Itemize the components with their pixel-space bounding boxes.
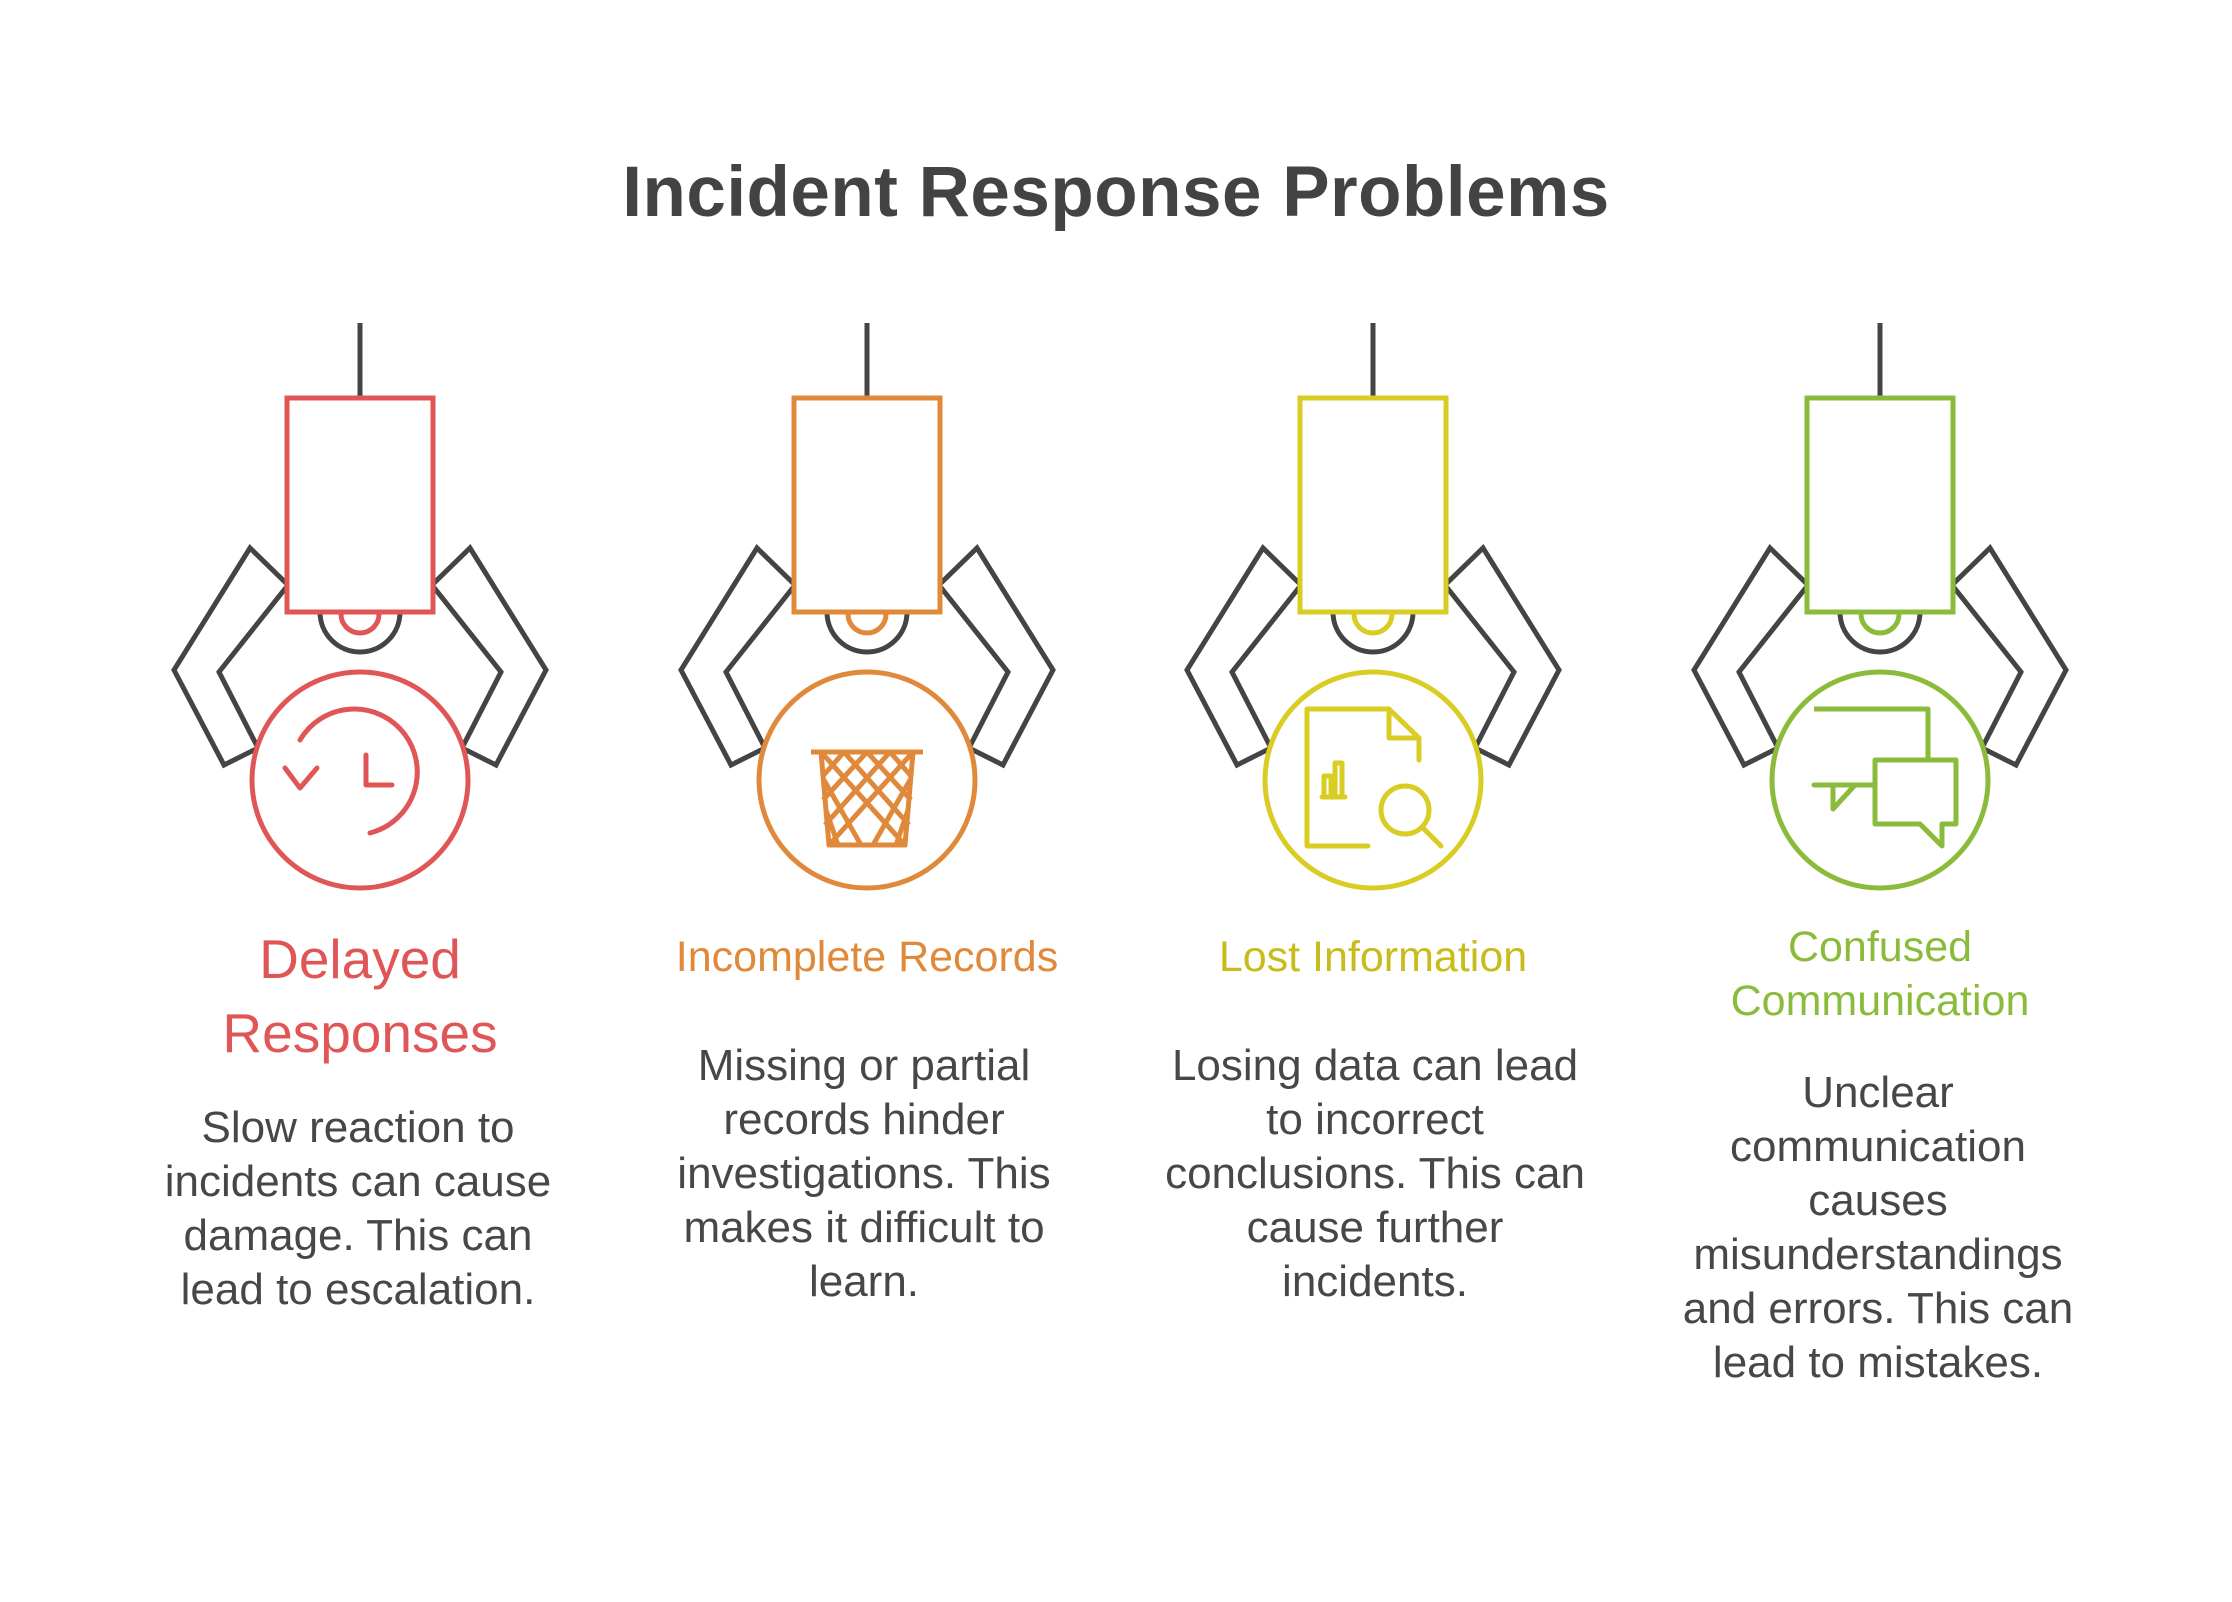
- document-search-icon: [1304, 706, 1444, 849]
- clock-history-icon: [282, 706, 420, 836]
- heading-delayed-responses: Delayed Responses: [222, 928, 498, 1064]
- claw-1-circle: [249, 669, 471, 891]
- chat-bubbles-icon: [1811, 706, 1959, 849]
- description-lost-information: Losing data can lead to incorrect conclu…: [1165, 1041, 1585, 1306]
- claw-2-body: [791, 395, 943, 615]
- claw-3-circle: [1262, 669, 1484, 891]
- heading-confused-communication: Confused Communication: [1730, 923, 2030, 1025]
- claw-3: [1184, 323, 1562, 891]
- claw-4-circle: [1769, 669, 1991, 891]
- claw-3-body: [1297, 395, 1449, 615]
- description-delayed-responses: Slow reaction to incidents can cause dam…: [164, 1103, 552, 1314]
- description-confused-communication: Unclear communication causes misundersta…: [1682, 1068, 2074, 1387]
- claw-1-body: [284, 395, 436, 615]
- page-title: Incident Response Problems: [622, 153, 1610, 232]
- claw-2: [678, 323, 1056, 891]
- description-incomplete-records: Missing or partial records hinder invest…: [677, 1041, 1051, 1306]
- heading-lost-information: Lost Information: [1218, 933, 1528, 981]
- heading-incomplete-records: Incomplete Records: [675, 933, 1059, 981]
- claw-4-body: [1804, 395, 1956, 615]
- claw-4: [1691, 323, 2069, 891]
- wastebasket-icon: [811, 749, 923, 848]
- claw-1: [171, 323, 549, 891]
